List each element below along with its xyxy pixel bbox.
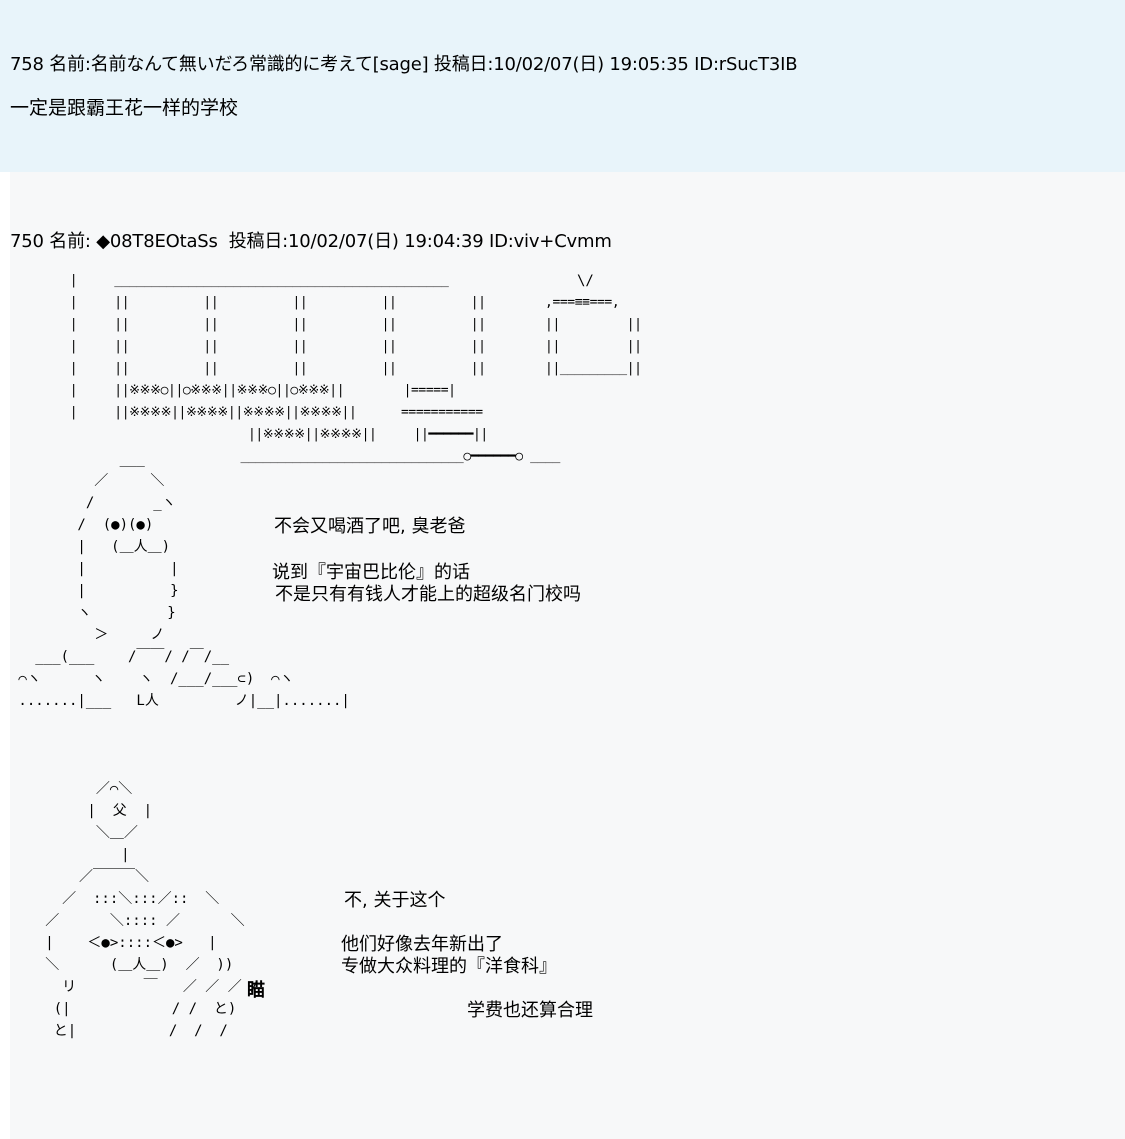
ascii-art-character: ___ ／ ＼ / _ヽ / (●)(●) | (＿人＿) | | | } ヽ …: [18, 451, 350, 709]
dialog-line: 不是只有有钱人才能上的超级名门校吗: [275, 584, 581, 605]
post-header: 758 名前:名前なんて無いだろ常識的に考えて[sage] 投稿日:10/02/…: [10, 54, 798, 75]
dialog-line: 学费也还算合理: [467, 1000, 593, 1021]
post-header: 750 名前: ◆08T8EOtaSs ￼ 投稿日:10/02/07(日) 19…: [10, 231, 612, 252]
dialog-line: 专做大众料理的『洋食科』: [341, 956, 557, 977]
sound-effect: 瞄: [247, 980, 265, 1001]
dialog-line: 不, 关于这个: [344, 890, 446, 911]
ascii-art-father: ／⌒＼ | 父 | ＼＿／ | ／￣￣￣＼ ／ :::＼:::／:: ＼ ／ ＼…: [45, 781, 259, 1039]
post-758: 758 名前:名前なんて無いだろ常識的に考えて[sage] 投稿日:10/02/…: [0, 0, 1125, 172]
dialog-line: 说到『宇宙巴比伦』的话: [272, 562, 470, 583]
ascii-art-antenna: \/: [577, 273, 594, 289]
post-750: [10, 172, 1125, 1139]
dialog-line: 他们好像去年新出了: [341, 934, 503, 955]
post-body: 一定是跟霸王花一样的学校: [10, 97, 239, 119]
dialog-line: 不会又喝酒了吧, 臭老爸: [274, 516, 466, 537]
ascii-art-train: | ______________________________________…: [69, 273, 642, 464]
